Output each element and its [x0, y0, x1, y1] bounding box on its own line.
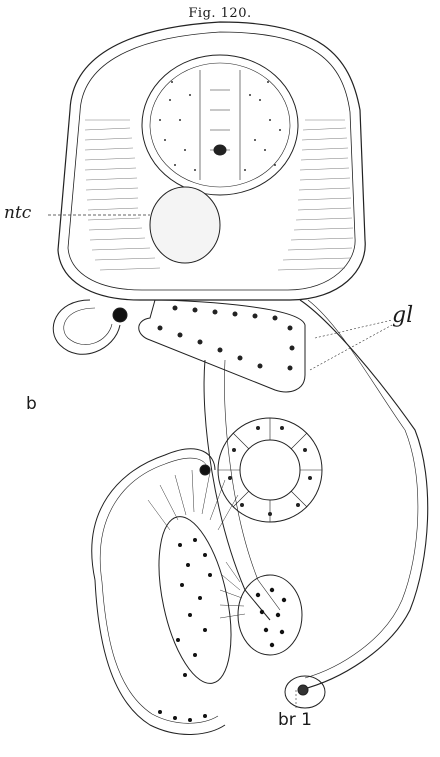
branchial-arch [92, 449, 225, 735]
terminal-knob [285, 676, 325, 708]
gland-ring [218, 418, 322, 522]
gland-cells [158, 306, 295, 371]
lower-bulb-dots [256, 588, 286, 647]
neural-tube-stipple [159, 81, 281, 171]
lower-tube-dots [158, 710, 207, 722]
gland-tubes [139, 300, 305, 392]
dorsal-body-wall [58, 22, 365, 300]
gl-pointer-2 [310, 325, 392, 370]
left-hook-structure [53, 300, 127, 354]
label-b: b [26, 396, 37, 413]
notochord [150, 187, 220, 263]
ciliated-lobe [146, 510, 244, 690]
lower-bulb-cilia [220, 562, 245, 618]
ciliated-lobe-cilia [148, 470, 238, 530]
neural-tube [142, 55, 298, 195]
label-gl: gl [392, 305, 413, 327]
ventral-body-wall [300, 300, 428, 690]
label-ntc: ntc [4, 205, 31, 222]
lower-bulb [238, 575, 302, 655]
label-br1: br 1 [278, 712, 312, 729]
central-tube [204, 360, 280, 620]
